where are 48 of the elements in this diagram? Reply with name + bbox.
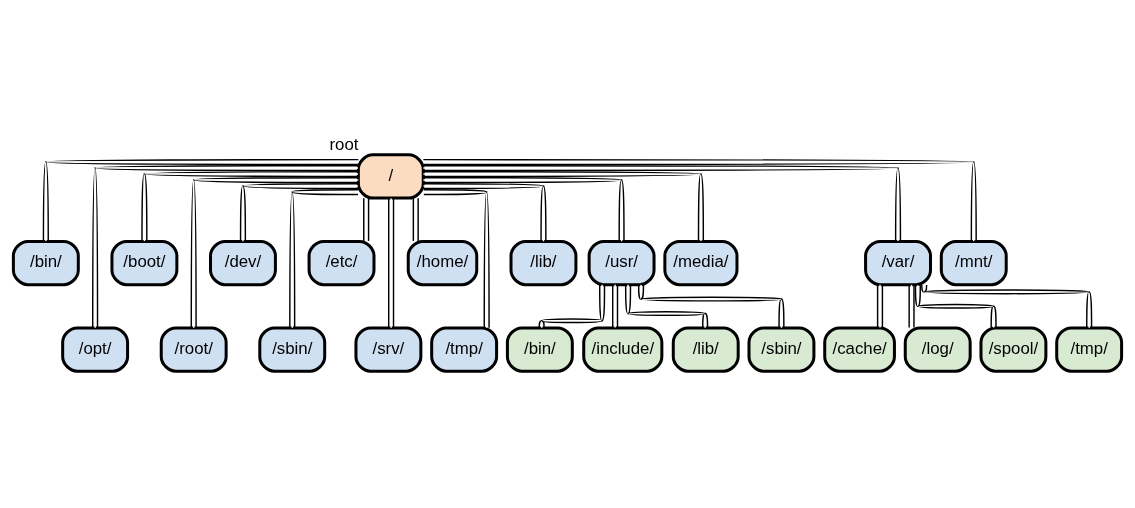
node-box: /tmp/ <box>430 326 499 373</box>
node-box: /lib/ <box>509 239 578 287</box>
node-box: /cache/ <box>823 326 896 373</box>
connector <box>908 284 915 329</box>
node-box: /usr/ <box>587 239 656 287</box>
connector <box>914 284 997 329</box>
connector <box>611 284 619 329</box>
node-box: /bin/ <box>505 326 574 373</box>
node-box: /media/ <box>663 239 739 287</box>
node-box: /root/ <box>159 326 228 373</box>
node-box: /boot/ <box>110 239 179 287</box>
connector <box>876 284 884 329</box>
node-box: /var/ <box>864 239 932 287</box>
connector <box>422 164 902 242</box>
node-box: /opt/ <box>61 326 130 373</box>
connector <box>239 182 359 242</box>
node-label: root <box>329 135 359 155</box>
connector <box>422 158 977 242</box>
connector <box>92 164 359 329</box>
connector <box>921 284 1093 329</box>
connector <box>388 197 395 329</box>
node-box: /include/ <box>582 326 664 373</box>
node-box: /mnt/ <box>939 239 1008 287</box>
node-box: / <box>356 153 425 200</box>
connector <box>42 158 360 242</box>
connector <box>363 197 370 242</box>
connector <box>422 170 705 242</box>
node-box: /etc/ <box>307 239 376 287</box>
node-box: /sbin/ <box>747 326 816 373</box>
connector <box>412 197 419 242</box>
connector <box>422 176 625 242</box>
node-box: /dev/ <box>209 239 277 287</box>
node-box: /home/ <box>406 239 479 287</box>
node-box: /tmp/ <box>1055 326 1124 373</box>
node-box: /log/ <box>903 326 972 373</box>
node-box: /spool/ <box>979 326 1048 373</box>
connector <box>190 176 359 329</box>
connector <box>289 188 359 329</box>
connector <box>141 170 359 242</box>
connector <box>637 284 785 329</box>
node-box: /srv/ <box>354 326 423 373</box>
connector <box>538 284 606 329</box>
node-box: /sbin/ <box>258 326 327 373</box>
connector <box>423 188 490 329</box>
connector <box>624 284 709 329</box>
connector <box>422 182 547 242</box>
node-box: /lib/ <box>671 326 740 373</box>
node-box: /bin/ <box>11 239 80 287</box>
